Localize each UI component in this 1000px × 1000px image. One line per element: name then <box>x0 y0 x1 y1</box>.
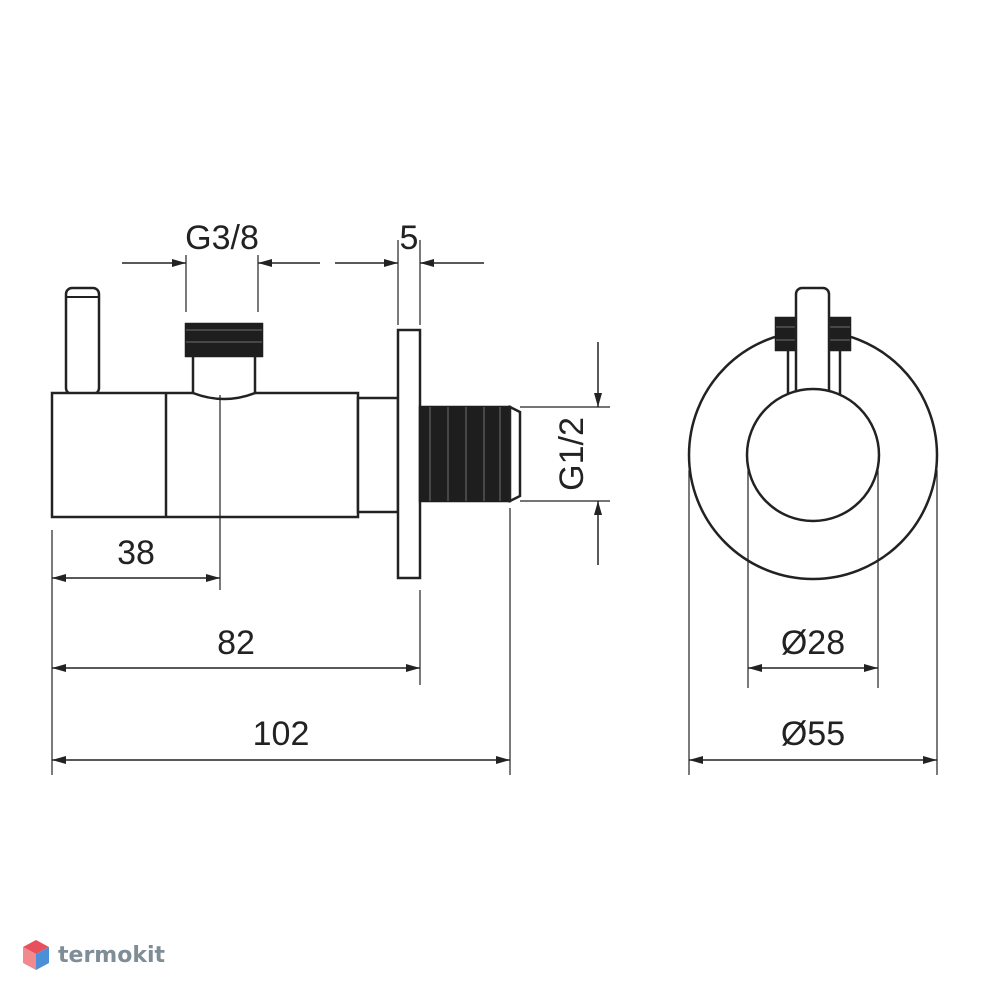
front-view <box>687 286 939 581</box>
outlet-spigot <box>191 353 257 401</box>
dim-g12-label: G1/2 <box>553 417 591 491</box>
dim-dia28-label: Ø28 <box>781 624 845 662</box>
dim-g38-label: G3/8 <box>185 219 259 257</box>
valve-body <box>50 391 360 519</box>
front-extension-lines <box>688 470 938 775</box>
dim-flange-label: 5 <box>400 219 419 257</box>
front-dimension-lines <box>689 664 937 764</box>
termokit-watermark: termokit <box>22 935 165 975</box>
wall-flange <box>396 328 422 580</box>
body-circle <box>745 387 881 523</box>
dim-38-label: 38 <box>117 534 155 572</box>
dim-82-label: 82 <box>217 624 255 662</box>
side-view <box>50 286 522 580</box>
inlet-thread <box>418 405 512 503</box>
dim-102-label: 102 <box>253 715 310 753</box>
watermark-text: termokit <box>58 942 166 968</box>
outlet-thread <box>184 322 264 358</box>
lever-handle <box>64 286 101 396</box>
body-neck <box>356 396 400 514</box>
dimension-lines <box>52 259 602 764</box>
logo-cube-icon <box>23 940 49 970</box>
dim-dia55-label: Ø55 <box>781 715 845 753</box>
